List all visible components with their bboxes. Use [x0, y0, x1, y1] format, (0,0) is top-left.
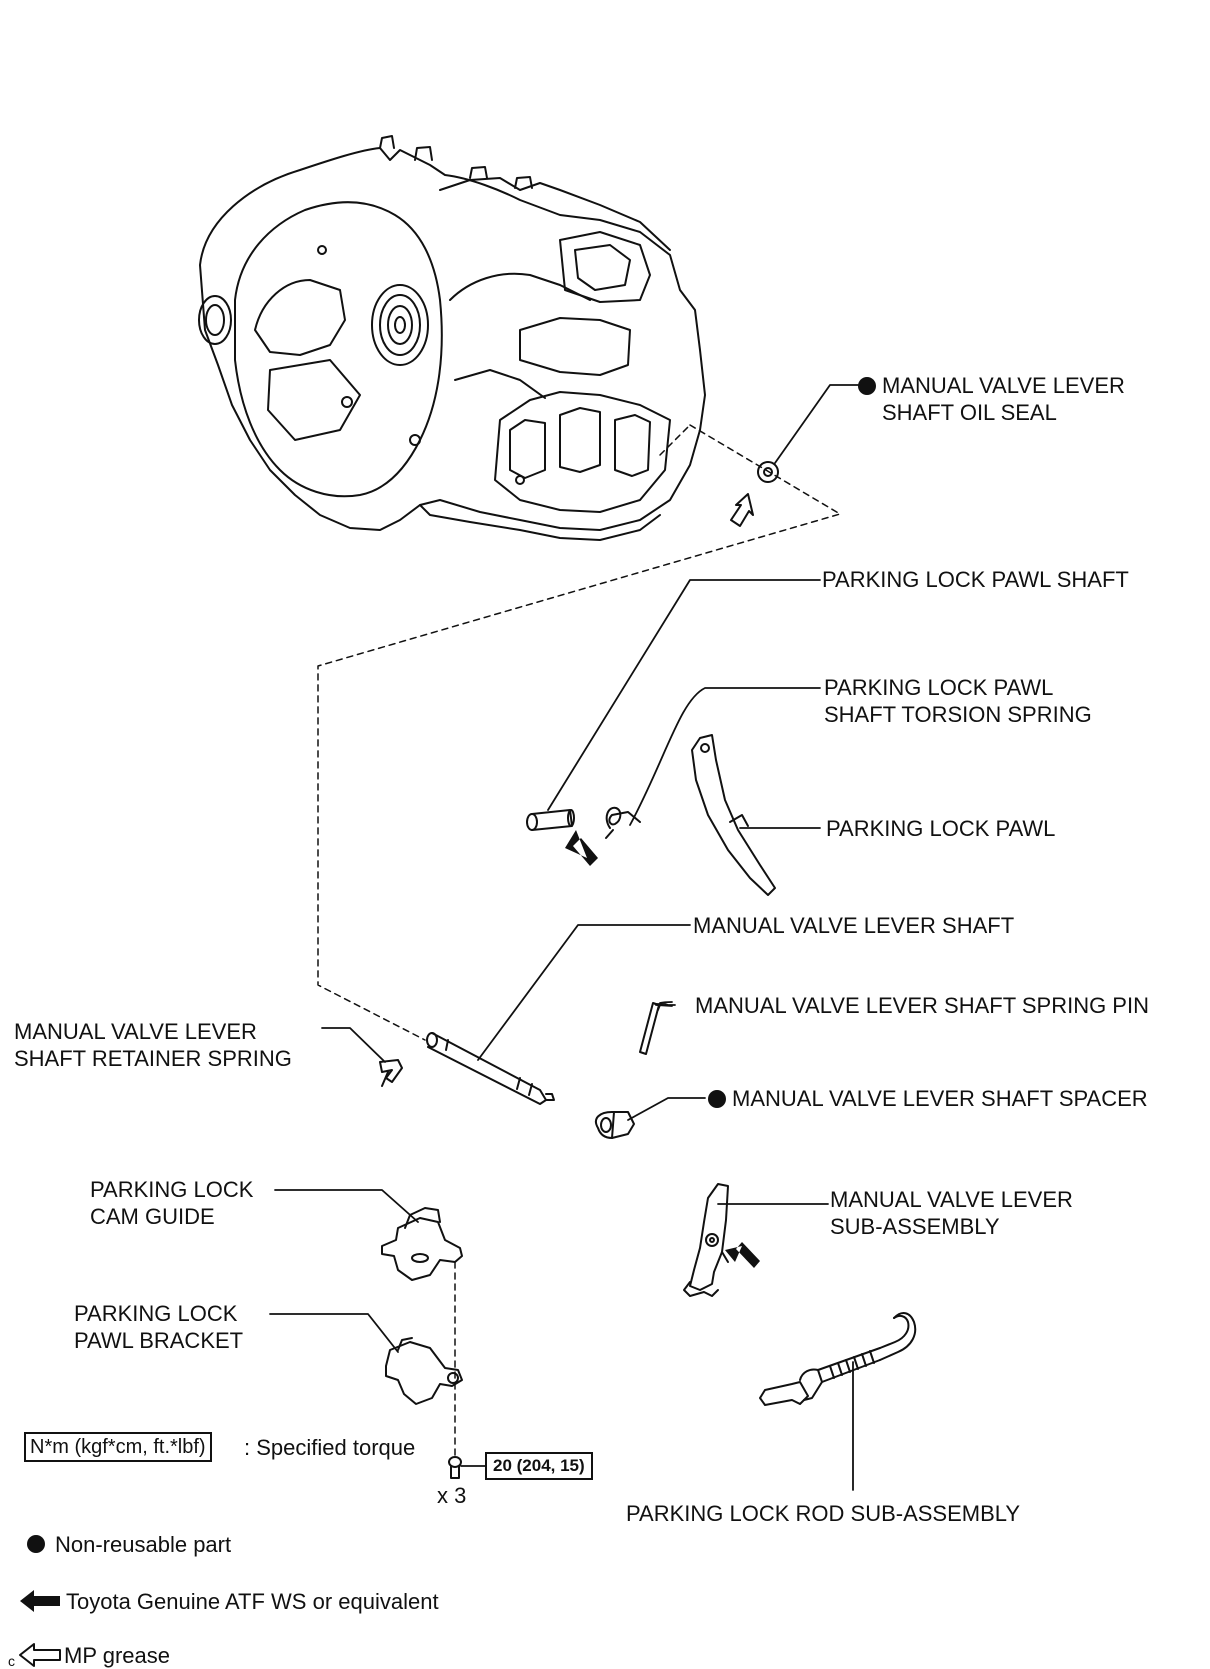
label-spacer: MANUAL VALVE LEVER SHAFT SPACER: [708, 1085, 1148, 1112]
parking-lock-rod-part: [759, 1312, 917, 1406]
pawl-bracket-label-line2: PAWL BRACKET: [74, 1328, 244, 1353]
oil-seal-label-line1: MANUAL VALVE LEVER: [882, 373, 1125, 398]
label-pawl-shaft: PARKING LOCK PAWL SHAFT: [822, 567, 1129, 592]
label-torsion-spring: PARKING LOCK PAWL SHAFT TORSION SPRING: [824, 674, 1092, 728]
legend-torque-text: : Specified torque: [244, 1435, 416, 1460]
spacer-label-text: MANUAL VALVE LEVER SHAFT SPACER: [732, 1086, 1148, 1111]
spacer-part: [594, 1111, 635, 1139]
label-manual-valve-lever: MANUAL VALVE LEVER SUB-ASSEMBLY: [830, 1186, 1073, 1240]
leader-line: [269, 1313, 399, 1353]
atf-legend-arrow: [20, 1590, 60, 1612]
cam-guide-label-line2: CAM GUIDE: [90, 1204, 215, 1229]
mp-grease-arrow: [730, 493, 754, 527]
atf-arrow: [725, 1242, 760, 1268]
leader-line: [627, 1097, 706, 1121]
label-spring-pin: MANUAL VALVE LEVER SHAFT SPRING PIN: [695, 993, 1149, 1018]
manual-valve-lever-label-line1: MANUAL VALVE LEVER: [830, 1187, 1073, 1212]
pawl-bracket-part: [385, 1337, 463, 1405]
legend-torque-units-box: N*m (kgf*cm, ft.*lbf): [24, 1432, 212, 1462]
leader-line: [629, 687, 821, 826]
manual-valve-lever-label-line2: SUB-ASSEMBLY: [830, 1214, 1000, 1239]
cam-guide-label-line1: PARKING LOCK: [90, 1177, 254, 1202]
label-pawl-bracket: PARKING LOCK PAWL BRACKET: [74, 1300, 243, 1354]
transaxle-case-illustration: [198, 135, 706, 541]
cam-guide-part: [381, 1207, 463, 1281]
oil-seal-part: [757, 461, 779, 483]
torque-spec-box: 20 (204, 15): [485, 1452, 593, 1480]
non-reusable-dot: [708, 1090, 726, 1108]
label-manual-valve-lever-shaft: MANUAL VALVE LEVER SHAFT: [693, 913, 1015, 938]
pawl-shaft-part: [526, 809, 575, 831]
manual-valve-lever-shaft-part: [426, 1032, 555, 1105]
leader-line: [274, 1189, 419, 1223]
legend-atf: Toyota Genuine ATF WS or equivalent: [66, 1589, 439, 1614]
leader-line: [659, 1001, 673, 1004]
retainer-spring-label-line1: MANUAL VALVE LEVER: [14, 1019, 257, 1044]
spring-pin-part: [639, 1002, 660, 1055]
torsion-spring-part: [605, 806, 641, 839]
label-parking-lock-rod: PARKING LOCK ROD SUB-ASSEMBLY: [626, 1501, 1021, 1526]
label-retainer-spring: MANUAL VALVE LEVER SHAFT RETAINER SPRING: [14, 1018, 292, 1072]
leader-line: [547, 579, 821, 811]
label-cam-guide: PARKING LOCK CAM GUIDE: [90, 1176, 253, 1230]
atf-arrow: [565, 830, 598, 866]
label-oil-seal: MANUAL VALVE LEVER SHAFT OIL SEAL: [858, 372, 1125, 426]
assembly-guide-line: [317, 424, 841, 1041]
non-reusable-legend-dot: [27, 1535, 45, 1553]
assembly-guide-line: [659, 424, 691, 456]
manual-valve-lever-part: [683, 1183, 729, 1297]
legend-grease: MP grease: [64, 1643, 170, 1668]
leader-line: [655, 1004, 673, 1007]
retainer-spring-part: [379, 1059, 403, 1087]
oil-seal-label-line2: SHAFT OIL SEAL: [882, 400, 1057, 425]
bolt-quantity: x 3: [437, 1483, 467, 1508]
corner-mark: c: [8, 1653, 15, 1669]
retainer-spring-label-line2: SHAFT RETAINER SPRING: [14, 1046, 292, 1071]
leader-line: [321, 1027, 386, 1063]
grease-legend-arrow: [19, 1643, 61, 1667]
non-reusable-dot: [858, 377, 876, 395]
torsion-spring-label-line1: PARKING LOCK PAWL: [824, 675, 1054, 700]
torsion-spring-label-line2: SHAFT TORSION SPRING: [824, 702, 1092, 727]
pawl-bracket-label-line1: PARKING LOCK: [74, 1301, 238, 1326]
leader-line: [774, 384, 859, 464]
legend-non-reusable: Non-reusable part: [55, 1532, 232, 1557]
bolt-part: [448, 1456, 462, 1479]
parking-lock-pawl-part: [691, 734, 776, 896]
leader-line: [477, 924, 691, 1061]
label-parking-lock-pawl: PARKING LOCK PAWL: [826, 816, 1056, 841]
